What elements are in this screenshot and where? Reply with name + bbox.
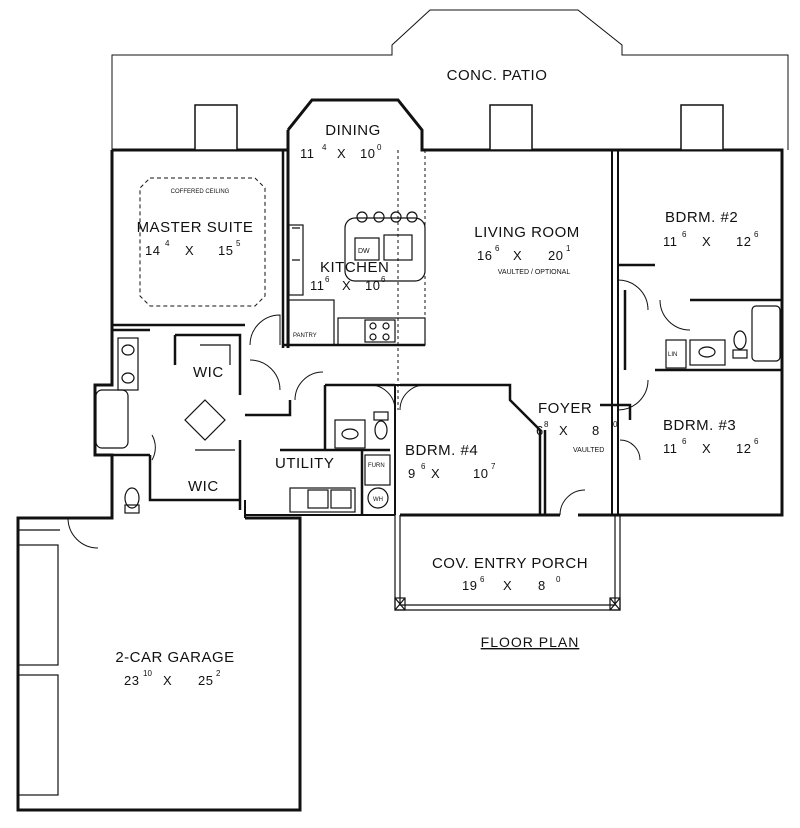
patio-label: CONC. PATIO <box>447 67 548 84</box>
svg-text:0: 0 <box>556 575 561 584</box>
svg-text:8: 8 <box>544 420 549 429</box>
water-heater-label: WH <box>373 497 383 503</box>
svg-text:6: 6 <box>480 575 485 584</box>
kitchen-fixtures <box>288 211 426 346</box>
svg-text:X: X <box>702 441 711 456</box>
svg-text:14: 14 <box>145 243 160 258</box>
svg-text:19: 19 <box>462 578 477 593</box>
garage-label: 2-CAR GARAGE <box>115 649 234 666</box>
svg-text:11: 11 <box>663 441 678 456</box>
svg-text:11: 11 <box>300 146 315 161</box>
master-suite-dimensions: 14 4 X 15 5 <box>145 239 241 258</box>
linen-label: LIN <box>668 352 677 358</box>
svg-text:10: 10 <box>365 278 380 293</box>
garage-dimensions: 23 10 X 25 2 <box>124 669 221 688</box>
svg-text:X: X <box>163 673 172 688</box>
coffered-ceiling-label: COFFERED CEILING <box>171 189 230 195</box>
svg-text:6: 6 <box>682 230 687 239</box>
svg-text:12: 12 <box>736 234 751 249</box>
svg-text:6: 6 <box>536 423 544 438</box>
svg-text:15: 15 <box>218 243 233 258</box>
kitchen-dimensions: 11 6 X 10 6 <box>310 275 386 293</box>
foyer-dimensions: 6 8 X 8 0 <box>536 420 618 438</box>
svg-text:20: 20 <box>548 248 563 263</box>
svg-text:4: 4 <box>322 143 327 152</box>
wic-label-lower: WIC <box>188 478 219 495</box>
svg-text:X: X <box>702 234 711 249</box>
patio-outline <box>111 9 789 150</box>
utility-label: UTILITY <box>275 455 334 472</box>
interior-walls <box>112 150 782 515</box>
svg-text:11: 11 <box>663 234 678 249</box>
svg-text:12: 12 <box>736 441 751 456</box>
vaulted-optional-label: VAULTED / OPTIONAL <box>498 269 571 276</box>
svg-text:10: 10 <box>360 146 375 161</box>
porch <box>394 515 621 611</box>
svg-text:23: 23 <box>124 673 139 688</box>
kitchen-label: KITCHEN <box>320 259 389 276</box>
living-room-dimensions: 16 6 X 20 1 <box>477 244 571 263</box>
svg-text:1: 1 <box>566 244 571 253</box>
svg-text:X: X <box>431 466 440 481</box>
pantry-label: PANTRY <box>293 333 317 339</box>
bdrm3-dimensions: 11 6 X 12 6 <box>663 437 759 456</box>
svg-text:10: 10 <box>473 466 488 481</box>
svg-text:11: 11 <box>310 278 325 293</box>
svg-text:9: 9 <box>408 466 416 481</box>
svg-text:6: 6 <box>495 244 500 253</box>
foyer-label: FOYER <box>538 400 592 417</box>
wic-label-upper: WIC <box>193 364 224 381</box>
svg-text:X: X <box>513 248 522 263</box>
svg-text:X: X <box>342 278 351 293</box>
door-swings <box>67 279 691 549</box>
svg-text:X: X <box>337 146 346 161</box>
svg-text:4: 4 <box>165 239 170 248</box>
svg-text:7: 7 <box>491 462 496 471</box>
svg-text:6: 6 <box>325 275 330 284</box>
bdrm4-label: BDRM. #4 <box>405 442 478 459</box>
svg-text:X: X <box>559 423 568 438</box>
bdrm2-label: BDRM. #2 <box>665 209 738 226</box>
bath-fixtures <box>95 305 781 514</box>
svg-text:X: X <box>185 243 194 258</box>
svg-text:X: X <box>503 578 512 593</box>
svg-text:6: 6 <box>381 275 386 284</box>
dw-label: DW <box>358 248 370 255</box>
svg-text:6: 6 <box>754 230 759 239</box>
svg-text:8: 8 <box>592 423 600 438</box>
chimneys <box>194 104 724 151</box>
furnace-label: FURN <box>368 463 385 469</box>
svg-text:16: 16 <box>477 248 492 263</box>
svg-text:5: 5 <box>236 239 241 248</box>
svg-text:8: 8 <box>538 578 546 593</box>
svg-text:6: 6 <box>754 437 759 446</box>
porch-dimensions: 19 6 X 8 0 <box>462 575 561 593</box>
coffered-ceiling-outline <box>139 177 266 307</box>
svg-text:10: 10 <box>143 669 152 678</box>
master-suite-label: MASTER SUITE <box>137 219 254 236</box>
bdrm4-dimensions: 9 6 X 10 7 <box>408 462 496 481</box>
svg-text:6: 6 <box>682 437 687 446</box>
svg-text:0: 0 <box>377 143 382 152</box>
foyer-vaulted-label: VAULTED <box>573 447 604 454</box>
svg-text:6: 6 <box>421 462 426 471</box>
bdrm2-dimensions: 11 6 X 12 6 <box>663 230 759 249</box>
porch-label: COV. ENTRY PORCH <box>432 555 588 572</box>
svg-text:0: 0 <box>613 420 618 429</box>
open-ceiling-lines <box>397 150 426 410</box>
bdrm3-label: BDRM. #3 <box>663 417 736 434</box>
floor-plan-title: FLOOR PLAN <box>481 634 580 650</box>
svg-text:2: 2 <box>216 669 221 678</box>
living-room-label: LIVING ROOM <box>474 224 580 241</box>
garage-doors <box>17 529 60 796</box>
svg-text:25: 25 <box>198 673 213 688</box>
dining-dimensions: 11 4 X 10 0 <box>300 143 382 161</box>
dining-label: DINING <box>325 122 381 139</box>
